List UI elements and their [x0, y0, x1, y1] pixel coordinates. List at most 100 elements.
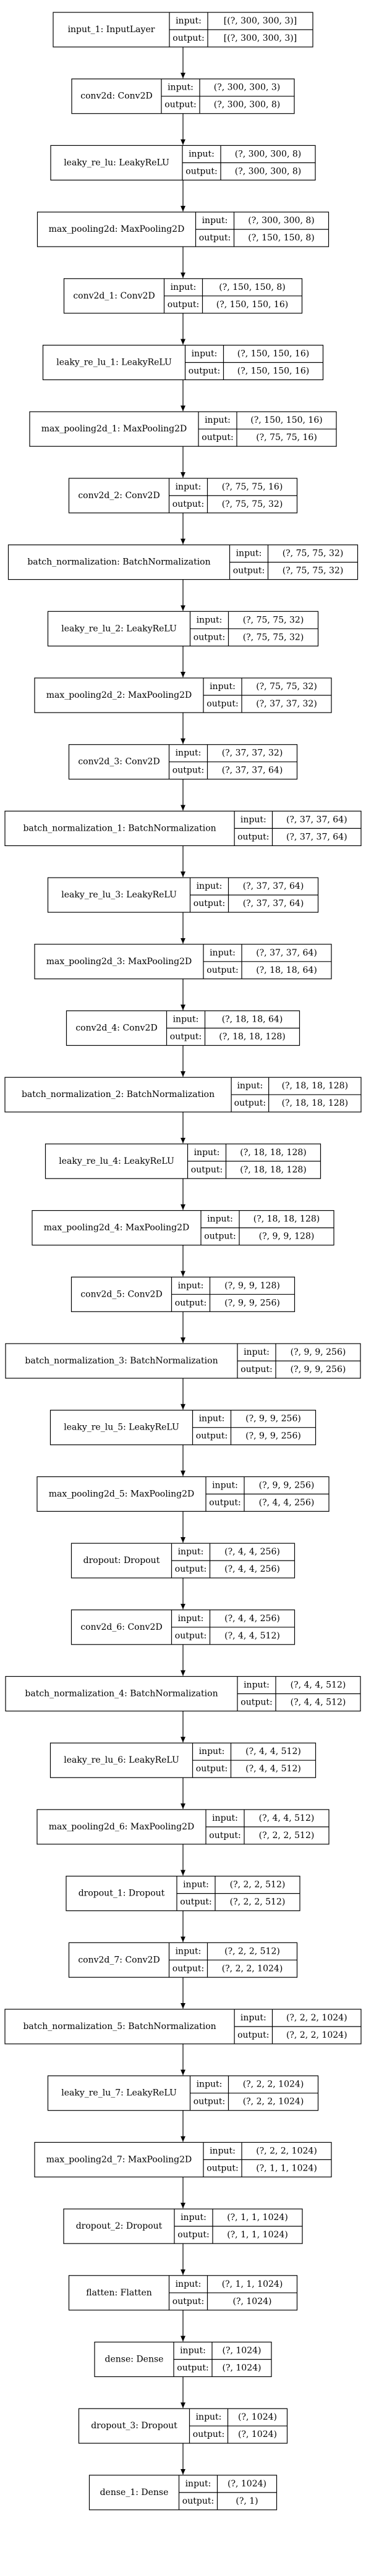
- output-label: output:: [164, 100, 196, 110]
- layer-name: dropout_3: Dropout: [91, 2421, 177, 2431]
- input-shape: (?, 37, 37, 64): [243, 881, 304, 891]
- output-shape: (?, 18, 18, 128): [282, 1098, 348, 1108]
- layer-name: dropout: Dropout: [83, 1556, 160, 1566]
- input-label: input:: [176, 1946, 202, 1956]
- output-shape: (?, 300, 300, 8): [235, 166, 301, 176]
- output-label: output:: [204, 1232, 236, 1242]
- layer-node: max_pooling2d: MaxPooling2Dinput:output:…: [36, 211, 330, 247]
- layer-nodes: input_1: InputLayer input: output: [(?, 300…: [4, 12, 362, 2510]
- layer-name: max_pooling2d_6: MaxPooling2D: [49, 1822, 195, 1832]
- output-label: output:: [240, 1698, 272, 1708]
- output-shape: (?, 2, 2, 512): [259, 1831, 315, 1841]
- output-label: output:: [177, 2230, 209, 2240]
- layer-node: max_pooling2d_4: MaxPooling2D input: outpu…: [32, 1210, 334, 1246]
- output-shape: (?, 300, 300, 8): [214, 100, 280, 110]
- output-shape: (?, 4, 4, 512): [291, 1698, 346, 1708]
- layer-node: leaky_re_lu_1: LeakyReLUinput:output:(?,…: [42, 344, 324, 381]
- input-label: input:: [196, 2412, 222, 2422]
- layer-node: max_pooling2d_2: MaxPooling2Dinput:outpu…: [34, 677, 332, 713]
- input-label: input:: [178, 1547, 204, 1557]
- layer-name: conv2d_7: Conv2D: [78, 1955, 160, 1965]
- output-shape: (?, 150, 150, 16): [216, 300, 288, 310]
- output-shape: (?, 4, 4, 256): [259, 1498, 315, 1507]
- layer-name: max_pooling2d_4: MaxPooling2D: [44, 1223, 190, 1233]
- layer-name: dropout_2: Dropout: [76, 2221, 163, 2231]
- input-label: input:: [171, 282, 197, 292]
- output-label: output:: [233, 566, 265, 576]
- input-shape: (?, 4, 4, 512): [259, 1813, 315, 1823]
- input-shape: (?, 18, 18, 64): [222, 1015, 283, 1025]
- input-shape: (?, 2, 2, 1024): [286, 2013, 347, 2023]
- layer-node: leaky_re_lu_3: LeakyReLUinput:output:(?,…: [47, 877, 319, 913]
- input-label: input:: [237, 1081, 263, 1091]
- output-label: output:: [175, 1631, 206, 1641]
- output-label: output:: [206, 2163, 238, 2173]
- layer-node: max_pooling2d_1: MaxPooling2Dinput:outpu…: [29, 411, 337, 447]
- input-shape: (?, 4, 4, 256): [224, 1547, 280, 1557]
- output-shape: (?, 37, 37, 64): [243, 899, 304, 909]
- layer-name: conv2d_5: Conv2D: [80, 1289, 162, 1299]
- layer-name: input_1: InputLayer: [68, 25, 155, 35]
- input-shape: (?, 18, 18, 128): [240, 1148, 306, 1158]
- layer-name: dense_1: Dense: [100, 2488, 169, 2498]
- output-label: output:: [194, 899, 225, 909]
- input-label: input:: [178, 1614, 204, 1624]
- input-shape: (?, 1024): [228, 2479, 266, 2489]
- input-label: input:: [197, 881, 223, 891]
- layer-name: conv2d: Conv2D: [80, 91, 152, 101]
- output-shape: (?, 150, 150, 8): [248, 233, 314, 243]
- input-shape: (?, 2, 2, 1024): [243, 2080, 304, 2090]
- output-shape: (?, 37, 37, 64): [222, 766, 283, 776]
- input-label: input:: [210, 2146, 236, 2156]
- layer-node: leaky_re_lu_4: LeakyReLUinput:output:(?,…: [45, 1143, 321, 1179]
- output-shape: (?, 75, 75, 32): [243, 632, 304, 642]
- output-shape: (?, 150, 150, 16): [237, 366, 309, 376]
- layer-node: batch_normalization_1: BatchNormalizatio…: [4, 810, 362, 847]
- output-label: output:: [234, 1098, 266, 1108]
- output-shape: (?, 18, 18, 64): [256, 965, 317, 975]
- layer-node: leaky_re_lu_6: LeakyReLUinput:output:(?,…: [49, 1742, 317, 1778]
- layer-node: leaky_re_lu_2: LeakyReLUinput:output:(?,…: [47, 611, 319, 646]
- output-label: output:: [237, 832, 269, 842]
- layer-node: batch_normalization_3: BatchNormalizatio…: [5, 1343, 361, 1379]
- layer-node: batch_normalization_5: BatchNormalizatio…: [4, 2009, 362, 2044]
- layer-box: [42, 344, 324, 381]
- output-shape: (?, 37, 37, 64): [286, 832, 347, 842]
- output-label: output:: [194, 2097, 225, 2107]
- layer-name: max_pooling2d_2: MaxPooling2D: [46, 690, 192, 700]
- input-shape: (?, 9, 9, 256): [245, 1414, 301, 1424]
- output-shape: (?, 2, 2, 1024): [243, 2097, 304, 2107]
- input-shape: (?, 2, 2, 512): [230, 1880, 286, 1890]
- layer-name: batch_normalization: BatchNormalization: [27, 557, 210, 567]
- output-label: output:: [172, 499, 204, 509]
- output-shape: (?, 1): [236, 2496, 258, 2506]
- input-label: input:: [168, 83, 194, 93]
- output-shape: [(?, 300, 300, 3)]: [224, 33, 297, 43]
- layer-node: leaky_re_lu_5: LeakyReLUinput:output:(?,…: [49, 1410, 317, 1446]
- layer-name: conv2d_1: Conv2D: [73, 291, 155, 301]
- output-label: output:: [194, 632, 225, 642]
- layer-node: max_pooling2d_6: MaxPooling2Dinput:outpu…: [36, 1809, 330, 1845]
- layer-name: leaky_re_lu_6: LeakyReLU: [64, 1755, 179, 1765]
- output-label: output:: [172, 2297, 204, 2307]
- output-label: output:: [209, 1498, 240, 1507]
- output-shape: (?, 1, 1, 1024): [227, 2230, 288, 2240]
- output-label: output:: [206, 965, 238, 975]
- layer-node: batch_normalization_2: BatchNormalizatio…: [4, 1077, 362, 1112]
- layer-name: max_pooling2d: MaxPooling2D: [49, 224, 185, 234]
- input-label: input:: [199, 1414, 225, 1424]
- input-label: input:: [210, 682, 236, 692]
- input-label: input:: [207, 1214, 233, 1224]
- output-label: output:: [196, 1764, 228, 1774]
- output-shape: (?, 9, 9, 256): [245, 1431, 301, 1441]
- layer-node: max_pooling2d_5: MaxPooling2Dinput:outpu…: [36, 1476, 330, 1512]
- layer-name: max_pooling2d_5: MaxPooling2D: [49, 1489, 195, 1499]
- layer-node: conv2d: Conv2D input: output: (?, 300, 300,…: [71, 78, 295, 114]
